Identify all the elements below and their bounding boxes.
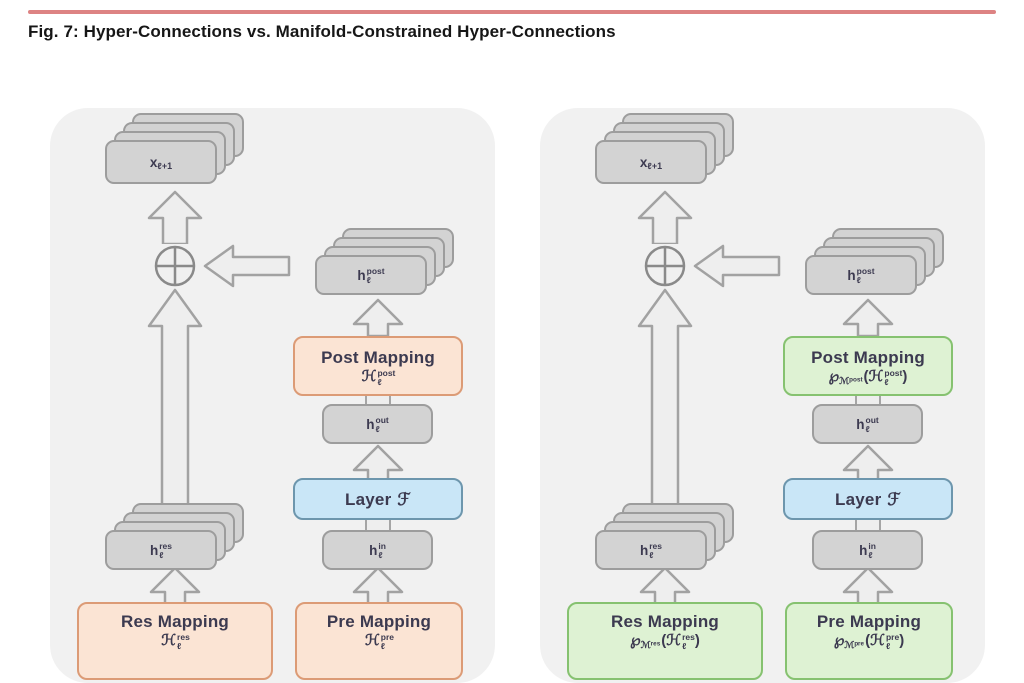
- figure-title: Fig. 7: Hyper-Connections vs. Manifold-C…: [28, 22, 616, 41]
- arrow-up-icon: [637, 190, 693, 244]
- arrow-left-icon: [203, 244, 291, 288]
- plus-circle-icon: [154, 245, 196, 287]
- arrow-up-small-icon: [842, 298, 894, 336]
- arrow-up-icon: [147, 190, 203, 244]
- arrow-left-icon: [693, 244, 781, 288]
- arrow-up-long-icon: [147, 288, 203, 540]
- arrow-up-small-icon: [639, 566, 691, 604]
- arrow-up-small-icon: [352, 444, 404, 482]
- arrow-up-long-icon: [637, 288, 693, 540]
- arrow-up-small-icon: [352, 566, 404, 604]
- arrow-up-small-icon: [842, 444, 894, 482]
- arrow-up-small-icon: [842, 566, 894, 604]
- accent-line: [28, 10, 996, 14]
- arrow-up-small-icon: [149, 566, 201, 604]
- plus-circle-icon: [644, 245, 686, 287]
- arrow-up-small-icon: [352, 298, 404, 336]
